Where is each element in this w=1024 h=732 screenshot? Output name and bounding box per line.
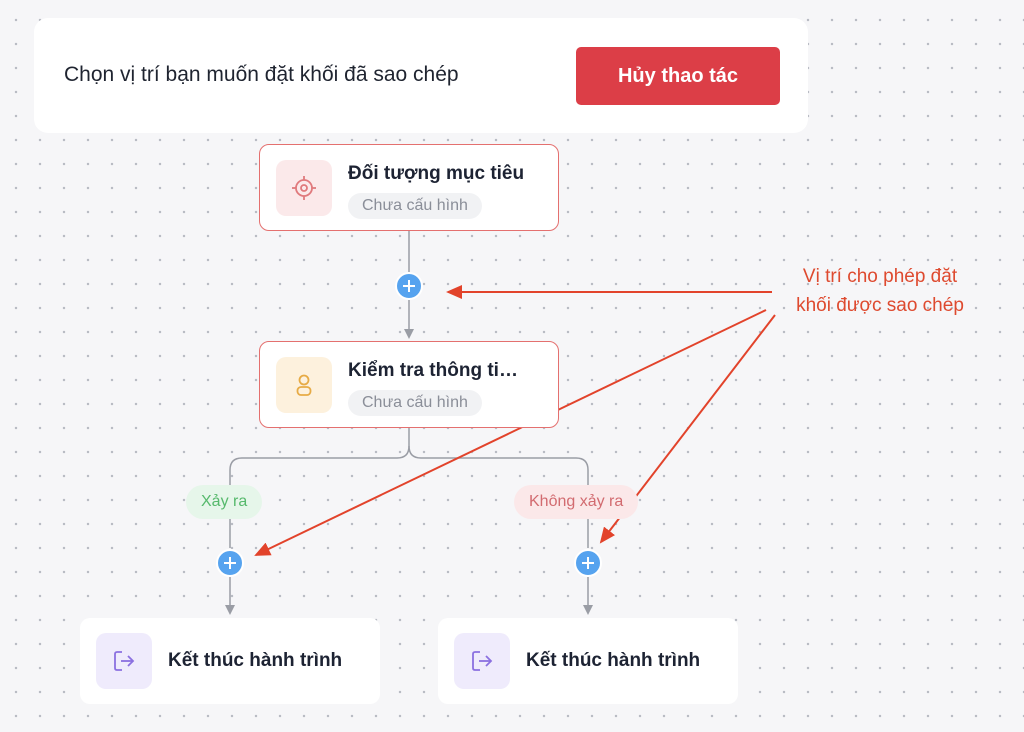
exit-icon bbox=[96, 633, 152, 689]
insert-block-button[interactable] bbox=[216, 549, 244, 577]
plus-icon bbox=[582, 557, 594, 569]
status-badge: Chưa cấu hình bbox=[348, 390, 482, 416]
target-icon bbox=[276, 160, 332, 216]
node-end-journey-left[interactable]: Kết thúc hành trình bbox=[80, 618, 380, 704]
node-title: Kiểm tra thông ti… bbox=[348, 360, 518, 381]
annotation-line-2: khối được sao chép bbox=[796, 295, 964, 316]
branch-label-no: Không xảy ra bbox=[514, 485, 639, 519]
node-end-journey-right[interactable]: Kết thúc hành trình bbox=[438, 618, 738, 704]
node-target-audience[interactable]: Đối tượng mục tiêu Chưa cấu hình bbox=[259, 144, 559, 231]
insert-block-button[interactable] bbox=[395, 272, 423, 300]
user-icon bbox=[276, 357, 332, 413]
annotation-text: Vị trí cho phép đặt khối được sao chép bbox=[770, 262, 990, 320]
banner-message: Chọn vị trí bạn muốn đặt khối đã sao ché… bbox=[64, 63, 459, 86]
exit-icon bbox=[454, 633, 510, 689]
branch-label-yes: Xảy ra bbox=[186, 485, 263, 519]
cancel-button[interactable]: Hủy thao tác bbox=[576, 47, 780, 105]
annotation-arrow-2 bbox=[254, 309, 767, 556]
status-badge: Chưa cấu hình bbox=[348, 193, 482, 219]
insert-block-button[interactable] bbox=[574, 549, 602, 577]
annotation-line-1: Vị trí cho phép đặt bbox=[802, 266, 958, 287]
copy-placement-banner: Chọn vị trí bạn muốn đặt khối đã sao ché… bbox=[34, 18, 808, 133]
plus-icon bbox=[403, 280, 415, 292]
plus-icon bbox=[224, 557, 236, 569]
node-title: Kết thúc hành trình bbox=[168, 650, 343, 671]
node-check-info[interactable]: Kiểm tra thông ti… Chưa cấu hình bbox=[259, 341, 559, 428]
node-title: Kết thúc hành trình bbox=[526, 650, 701, 671]
node-title: Đối tượng mục tiêu bbox=[348, 163, 525, 184]
